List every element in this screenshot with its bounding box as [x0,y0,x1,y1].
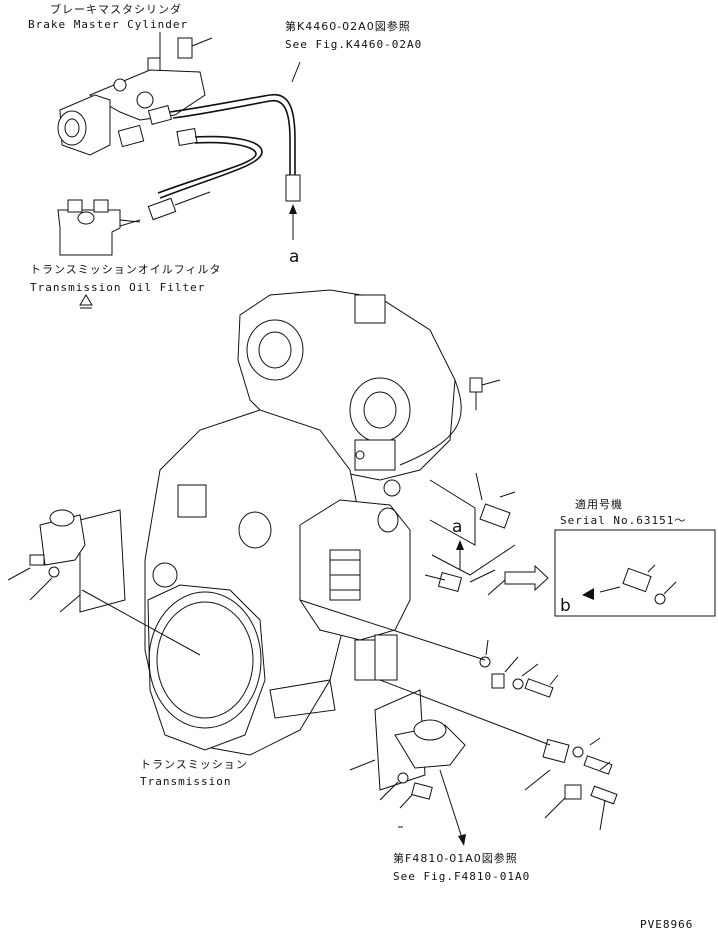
callout-a-mid-arrow [456,540,464,570]
callout-a-mid: a [452,517,462,537]
fig-ref-top-en: See Fig.K4460-02A0 [285,38,422,51]
brake-master-cylinder [57,32,213,156]
transmission-label-en: Transmission [140,775,231,788]
callout-a-top-arrow [289,61,301,240]
transmission-housing [144,289,456,756]
transmission-oil-filter [57,199,141,309]
sensor-part [399,377,501,466]
tm-oil-filter-label-jp: トランスミッションオイルフィルタ [30,263,222,276]
callout-a-top: a [289,247,299,267]
elbow-fitting [424,472,516,596]
serial-label-en: Serial No.63151～ [560,514,686,527]
transmission-label-jp: トランスミッション [140,758,248,771]
tm-oil-filter-label-en: Transmission Oil Filter [30,281,205,294]
fig-ref-top-jp: 第K4460-02A0図参照 [285,19,411,33]
right-mount [349,689,466,846]
mid-hardware [299,599,559,698]
serial-detail-box [554,529,716,617]
callout-b: b [560,596,571,616]
drawing-code: PVE8966 [640,918,693,931]
brake-hoses [119,93,301,227]
fig-ref-bottom-jp: 第F4810-01A0図参照 [393,851,518,865]
detail-fitting [582,564,677,605]
brake-master-label-en: Brake Master Cylinder [28,18,188,31]
fig-ref-bottom-en: See Fig.F4810-01A0 [393,870,530,883]
brake-master-label-jp: ブレーキマスタシリンダ [50,2,182,16]
bracket-hardware [379,679,618,831]
detail-arrow [504,564,549,592]
serial-label-jp: 適用号機 [575,497,623,511]
left-mount [7,509,201,656]
